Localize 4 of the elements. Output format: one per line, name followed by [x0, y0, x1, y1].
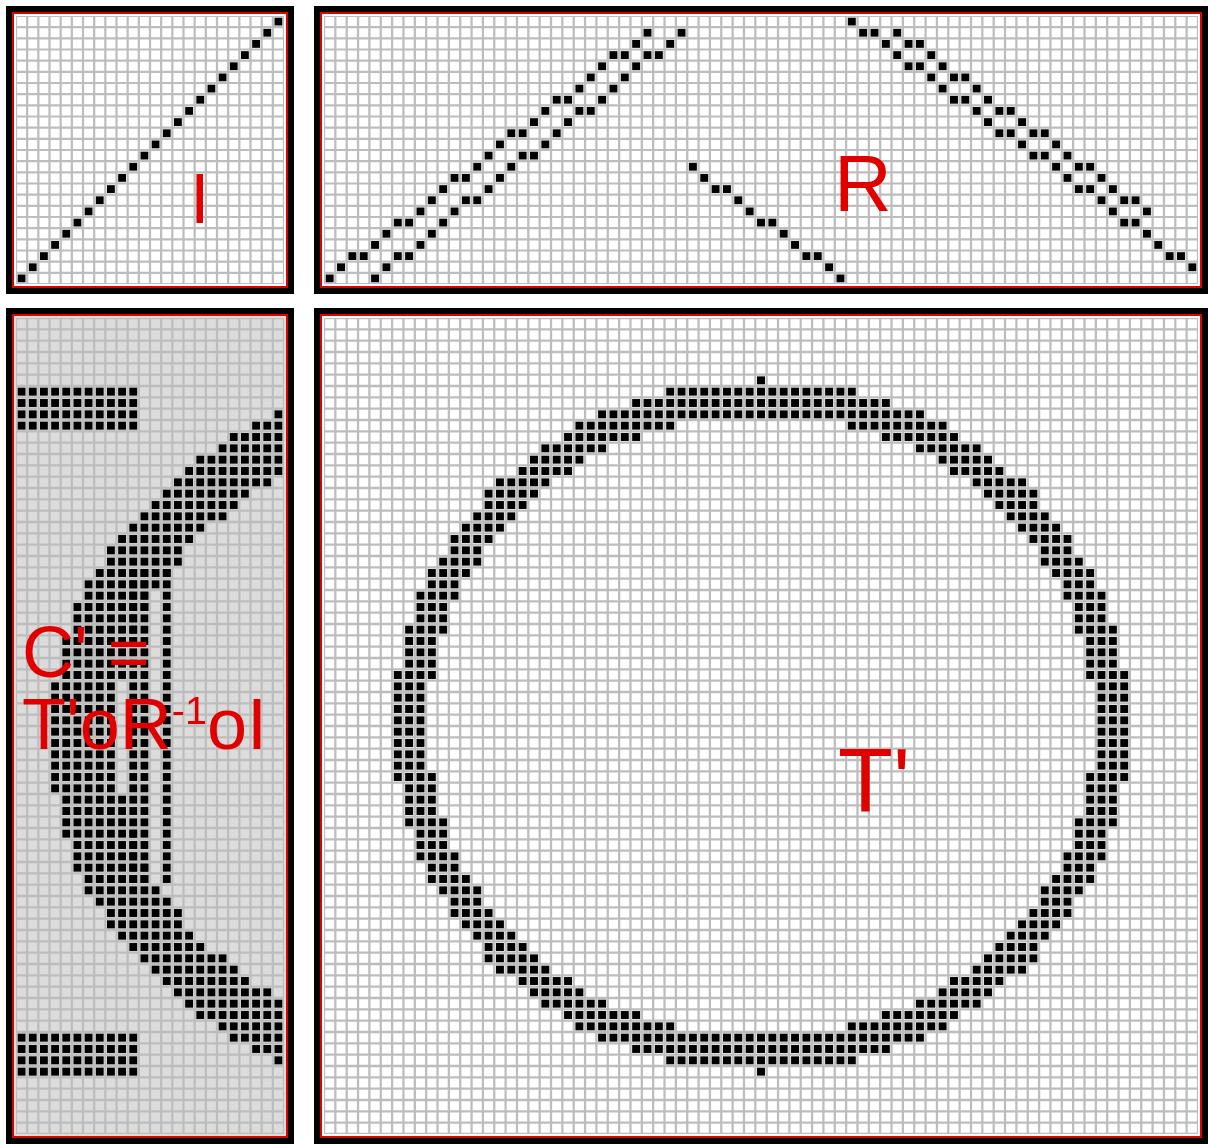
math-label: I [190, 164, 210, 234]
math-label: R [834, 144, 892, 224]
math-label: C' = T'oR$^{-1}$oI [22, 616, 268, 760]
math-label: T' [838, 736, 911, 826]
